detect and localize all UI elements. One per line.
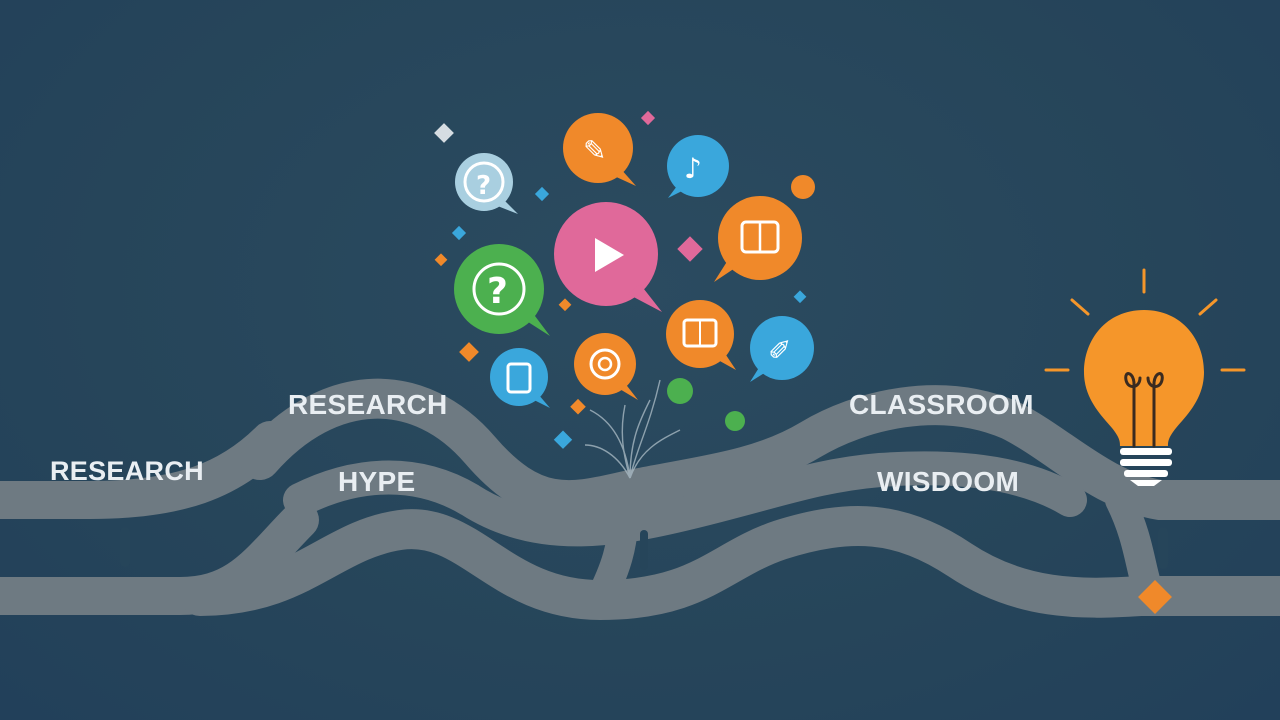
diamond-pink-mid: [677, 236, 703, 262]
diamond-orange-2: [459, 342, 479, 362]
bubble-orange-chat: ✎: [563, 113, 636, 186]
label-wisdom: WISDOOM: [877, 466, 1019, 497]
diamond-blue-3: [793, 290, 807, 304]
diamond-orange-road: [1138, 580, 1172, 614]
dot-green-1: [667, 378, 693, 404]
road-connector-1: [585, 485, 638, 615]
bubble-lightblue-question: ?: [455, 153, 518, 214]
question-icon-green: ?: [487, 271, 508, 312]
bubble-green-question: ?: [454, 244, 550, 336]
burst-lines: [584, 379, 681, 479]
gap-left: [120, 527, 130, 567]
bubble-orange-grid: [666, 300, 736, 370]
road-middle-wave: [283, 451, 1087, 547]
road-upper-wave: [240, 378, 1280, 521]
diamond-lightgray: [434, 123, 454, 143]
play-icon: [595, 238, 624, 272]
diamond-orange-1: [434, 253, 448, 267]
label-hype: HYPE: [338, 466, 415, 497]
bubble-blue-doc: [490, 348, 550, 408]
question-icon: ?: [476, 171, 491, 201]
gap-right: [1158, 527, 1168, 569]
note-icon: ♪: [684, 152, 702, 185]
road-lower-wave: [180, 506, 1280, 621]
diamond-orange-3: [558, 298, 572, 312]
bubble-blue-note: ♪: [667, 135, 729, 198]
pen-icon: ✐: [768, 334, 791, 367]
swirl-icon: [589, 348, 621, 380]
road-connector-2: [1105, 485, 1165, 611]
bulb-base: [1120, 448, 1172, 486]
label-research-left: RESEARCH: [50, 456, 204, 486]
gap-mid: [640, 530, 648, 570]
bubble-pink-play: [554, 202, 662, 312]
bulb-filament: [1124, 372, 1164, 448]
speech-bubbles: ? ✎ ♪: [454, 113, 814, 408]
doc-icon: [506, 362, 532, 394]
bulb-rays: [1044, 268, 1246, 372]
bubble-orange-swirl: [574, 333, 638, 400]
dot-orange: [791, 175, 815, 199]
bubble-blue-pen: ✐: [750, 316, 814, 382]
diamond-blue-4: [553, 430, 573, 449]
road-network: [0, 378, 1280, 621]
decor-shapes: [434, 110, 1172, 614]
label-classroom: CLASSROOM: [849, 389, 1034, 420]
chat-glyph-icon: ✎: [583, 134, 606, 167]
bulb-glass: [1084, 310, 1204, 446]
label-research-top: RESEARCH: [288, 389, 448, 420]
diamond-orange-4: [570, 398, 586, 415]
lightbulb-icon: [1044, 268, 1246, 486]
dot-green-2: [725, 411, 745, 431]
diamond-blue-1: [534, 186, 550, 202]
diamond-blue-2: [451, 225, 467, 241]
bubble-orange-book: [714, 196, 802, 282]
road-gaps: [120, 527, 1168, 570]
diamond-pink-small: [640, 110, 656, 126]
